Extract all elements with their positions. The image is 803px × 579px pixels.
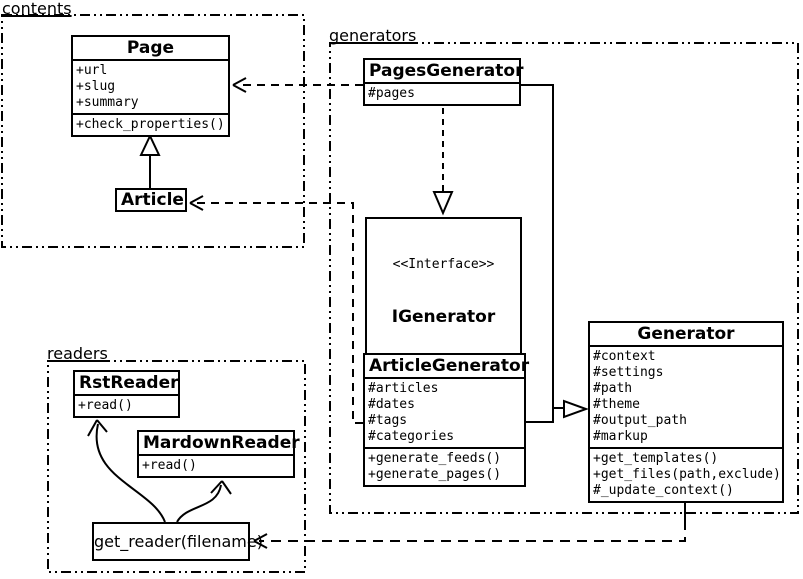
- class-generator: Generator #context #settings #path #them…: [588, 321, 784, 503]
- class-mardownreader: MardownReader +read(): [137, 430, 300, 478]
- hollow-triangle-icon: [139, 133, 161, 156]
- methods-section: +read(): [75, 394, 178, 416]
- method: +get_files(path,exclude): [593, 467, 781, 482]
- class-name: IGenerator: [391, 307, 496, 327]
- class-title: Article: [121, 190, 184, 210]
- attributes-section: +url +slug +summary: [73, 59, 228, 113]
- dependency-arrow-articlegenerator-article: [189, 195, 363, 424]
- attributes-section: #context #settings #path #theme #output_…: [590, 345, 782, 447]
- open-arrowhead-icon: [253, 533, 268, 549]
- attribute: #tags: [368, 413, 408, 428]
- attribute: +summary: [76, 95, 139, 110]
- attribute: +url: [76, 63, 108, 78]
- attribute: +slug: [76, 79, 116, 94]
- package-label-generators: generators: [329, 26, 417, 45]
- dependency-arrow-pagesgenerator-page: [232, 77, 363, 93]
- attributes-section: #articles #dates #tags #categories: [365, 377, 524, 447]
- open-arrowhead-icon: [87, 419, 108, 437]
- package-label-contents: contents: [2, 0, 72, 18]
- class-rstreader: RstReader +read(): [73, 370, 180, 418]
- class-title: Page: [126, 38, 175, 58]
- attribute: #categories: [368, 429, 455, 444]
- attributes-section: #pages: [365, 82, 519, 104]
- class-articlegenerator: ArticleGenerator #articles #dates #tags …: [363, 353, 530, 487]
- method: +read(): [142, 458, 197, 473]
- dependency-arrow-generator-getreader: [253, 502, 686, 549]
- class-article: Article: [115, 188, 187, 212]
- open-arrowhead-icon: [232, 77, 247, 93]
- class-pagesgenerator: PagesGenerator #pages: [363, 58, 524, 106]
- class-title: RstReader: [79, 373, 179, 393]
- method: #_update_context(): [593, 483, 734, 498]
- open-arrowhead-icon: [210, 480, 232, 495]
- hollow-triangle-down-icon: [432, 191, 454, 216]
- methods-section: +get_templates() +get_files(path,exclude…: [590, 447, 782, 501]
- method: +read(): [78, 398, 133, 413]
- arrow-getreader-mardownreader: [176, 480, 232, 523]
- class-title: MardownReader: [143, 433, 300, 453]
- method: +check_properties(): [76, 117, 225, 132]
- hollow-triangle-icon: [563, 399, 589, 419]
- method: +generate_feeds(): [368, 451, 502, 466]
- attribute: #context: [593, 349, 656, 364]
- open-arrowhead-icon: [189, 195, 204, 211]
- function-box-get-reader: get_reader(filename): [92, 522, 263, 561]
- class-title: Generator: [637, 324, 735, 344]
- package-label-readers: readers: [47, 344, 108, 363]
- attribute: #theme: [593, 397, 640, 412]
- attribute: #settings: [593, 365, 664, 380]
- attribute: #markup: [593, 429, 648, 444]
- attribute: #pages: [368, 86, 415, 101]
- method: +get_templates(): [593, 451, 719, 466]
- arrow-getreader-rstreader: [87, 419, 166, 523]
- package-border-generators: [329, 42, 799, 514]
- package-border-contents: [1, 14, 305, 248]
- class-title: <<Interface>> IGenerator: [367, 219, 520, 364]
- inheritance-arrow-to-generator: [521, 84, 589, 423]
- inheritance-arrow-article-page: [139, 133, 161, 188]
- realization-arrow-pagesgenerator-igenerator: [432, 108, 454, 216]
- methods-section: +read(): [139, 454, 293, 476]
- class-page: Page +url +slug +summary +check_properti…: [71, 35, 230, 137]
- attribute: #output_path: [593, 413, 687, 428]
- attribute: #dates: [368, 397, 415, 412]
- stereotype-label: <<Interface>>: [392, 257, 495, 272]
- attribute: #articles: [368, 381, 439, 396]
- methods-section: +generate_feeds() +generate_pages(): [365, 447, 524, 485]
- attribute: #path: [593, 381, 633, 396]
- method: +generate_pages(): [368, 467, 502, 482]
- class-title: ArticleGenerator: [369, 356, 530, 376]
- class-title: PagesGenerator: [369, 61, 524, 81]
- methods-section: +check_properties(): [73, 113, 228, 135]
- function-label: get_reader(filename): [94, 532, 263, 551]
